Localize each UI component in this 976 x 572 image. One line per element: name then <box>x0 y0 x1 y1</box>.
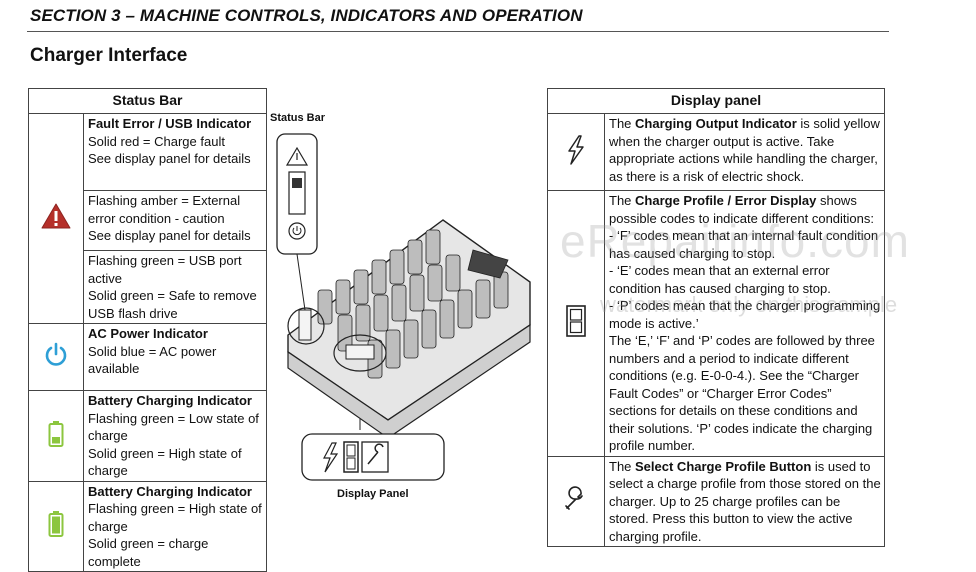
row-text: The <box>609 193 636 208</box>
row-title: Charging Output Indicator <box>635 116 797 131</box>
charger-body <box>287 219 531 439</box>
row-line: - ‘F’ codes mean that an internal fault … <box>609 228 879 261</box>
warning-triangle-icon <box>41 203 71 229</box>
list-item: The Select Charge Profile Button is used… <box>604 455 885 547</box>
list-item: Flashing green = USB port active Solid g… <box>83 250 267 324</box>
row-line: The ‘E,’ ‘F’ and ‘P’ codes are followed … <box>609 333 875 453</box>
list-item: Flashing amber = External error conditio… <box>83 190 267 251</box>
display-panel-table: Display panel The Charging Output Indica… <box>547 88 885 547</box>
status-bar-panel <box>276 133 318 255</box>
row-title: AC Power Indicator <box>88 326 208 341</box>
row-line: Flashing green = USB port active <box>88 253 242 286</box>
list-item: AC Power Indicator Solid blue = AC power… <box>83 323 267 391</box>
row-text: is solid yellow when the charger output … <box>609 116 880 184</box>
status-bar-table-header: Status Bar <box>28 88 267 114</box>
display-panel-table-header: Display panel <box>547 88 885 114</box>
power-icon-cell <box>28 323 84 391</box>
row-title: Charge Profile / Error Display <box>635 193 817 208</box>
row-line: - ‘E’ codes mean that an external error … <box>609 263 831 296</box>
battery-low-icon <box>48 420 64 447</box>
row-line: Solid green = Safe to remove USB flash d… <box>88 288 257 321</box>
row-text: The <box>609 116 636 131</box>
row-line: Flashing amber = External error conditio… <box>88 193 241 226</box>
charger-illustration <box>276 133 531 481</box>
row-line: Solid green = charge complete <box>88 536 209 569</box>
list-item: The Charge Profile / Error Display shows… <box>604 190 885 457</box>
watermark-sub: watermark only on this sample <box>600 292 898 317</box>
list-item: Battery Charging Indicator Flashing gree… <box>83 390 267 482</box>
display-panel-figure-label: Display Panel <box>337 488 409 500</box>
watermark: eRepairinfo.com <box>560 215 910 267</box>
power-icon <box>45 342 67 366</box>
row-title: Battery Charging Indicator <box>88 393 252 408</box>
header-divider <box>27 31 889 32</box>
row-line: Flashing green = Low state of charge <box>88 410 259 444</box>
row-line: Solid green = High state of charge <box>88 445 242 479</box>
list-item: Fault Error / USB Indicator Solid red = … <box>83 113 267 191</box>
battery-full-icon <box>48 511 64 537</box>
page-heading: Charger Interface <box>30 45 188 66</box>
list-item: Battery Charging Indicator Flashing gree… <box>83 480 267 572</box>
section-title: SECTION 3 – MACHINE CONTROLS, INDICATORS… <box>30 6 583 25</box>
wrench-icon <box>565 486 583 510</box>
lightning-icon <box>568 135 584 165</box>
fault-icon-cell <box>28 113 84 324</box>
seven-segment-display-icon <box>566 305 586 337</box>
display-panel <box>301 433 445 481</box>
row-text: shows possible codes to indicate differe… <box>609 193 874 226</box>
row-title: Select Charge Profile Button <box>635 458 812 474</box>
row-line: See display panel for details <box>88 228 251 243</box>
wrench-icon-cell <box>547 455 605 547</box>
leader-line <box>296 253 306 311</box>
list-item: The Charging Output Indicator is solid y… <box>604 113 885 191</box>
row-line: Solid red = Charge fault <box>88 133 225 149</box>
row-line: See display panel for details <box>88 151 251 166</box>
row-title: Battery Charging Indicator <box>88 483 252 499</box>
status-bar-figure-label: Status Bar <box>270 112 326 124</box>
lightning-icon-cell <box>547 113 605 191</box>
row-line: Flashing green = High state of charge <box>88 501 262 534</box>
status-bar-table: Status Bar Fault Error / USB Indicator S… <box>28 88 267 572</box>
row-text: The <box>609 458 636 474</box>
row-line: - ‘P’ codes mean that the charger progra… <box>609 298 881 331</box>
row-text: is used to select a charge profile from … <box>609 458 881 544</box>
seven-segment-icon-cell <box>547 190 605 457</box>
row-title: Fault Error / USB Indicator <box>88 116 252 131</box>
battery-low-icon-cell <box>28 390 84 482</box>
battery-full-icon-cell <box>28 480 84 572</box>
row-line: Solid blue = AC power available <box>88 343 217 377</box>
